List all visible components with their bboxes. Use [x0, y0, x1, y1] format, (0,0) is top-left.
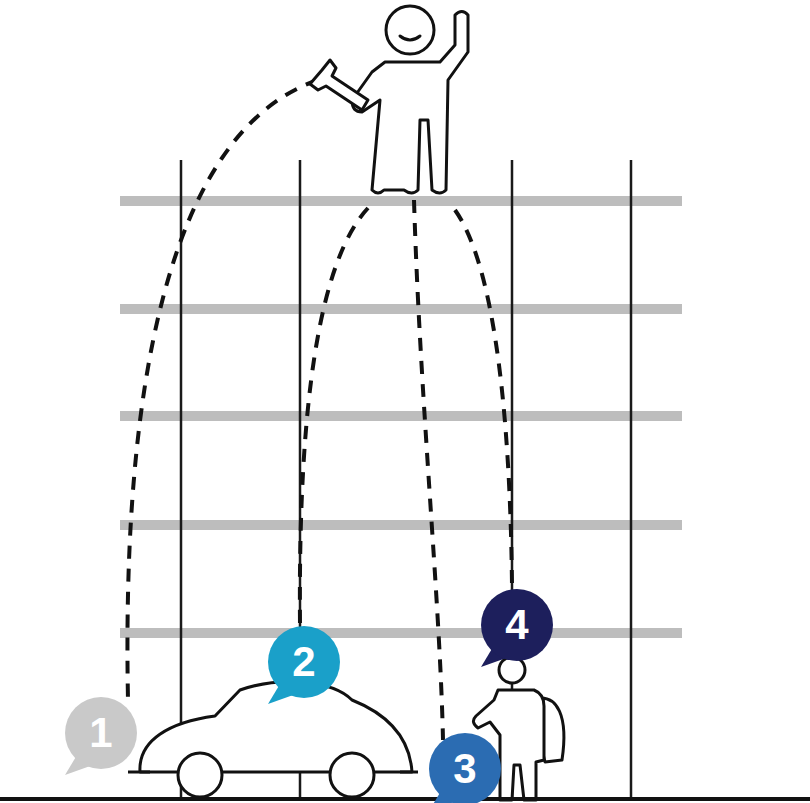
callout-bubble: 4 — [475, 587, 559, 671]
worker — [310, 6, 468, 193]
callout-bubble: 1 — [59, 695, 143, 779]
callout-number: 2 — [266, 624, 342, 700]
callout-number: 1 — [63, 695, 139, 771]
scaffold-bars — [120, 201, 682, 633]
callout-bubble: 2 — [262, 624, 346, 708]
callout-bubble: 3 — [423, 731, 507, 803]
callout-number: 4 — [479, 587, 555, 663]
fall-trajectories — [127, 80, 512, 740]
ground-line — [0, 797, 810, 801]
callout-number: 3 — [427, 731, 503, 803]
car — [128, 682, 418, 797]
